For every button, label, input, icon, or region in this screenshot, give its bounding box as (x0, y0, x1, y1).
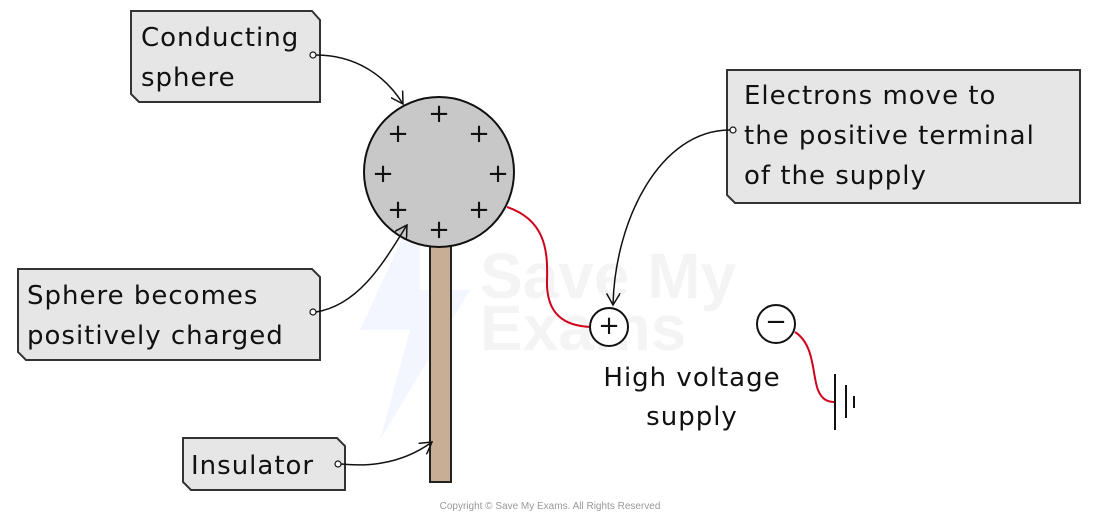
positive-charge: + (387, 119, 409, 149)
minus-symbol: − (765, 307, 787, 337)
label-insulator: Insulator (182, 437, 432, 491)
positive-charge: + (372, 159, 394, 189)
arrow (315, 54, 403, 104)
supply-label-line-2: supply (646, 402, 738, 432)
label-text: Sphere becomes (27, 281, 258, 311)
insulator-rod (429, 243, 452, 483)
label-text: Insulator (191, 451, 314, 481)
conducting-sphere (363, 96, 515, 248)
positive-charge: + (428, 215, 450, 245)
positive-charge: + (387, 195, 409, 225)
positive-charge: + (487, 159, 509, 189)
label-text: Electrons move to (744, 81, 996, 111)
positive-terminal: + (589, 307, 629, 347)
positive-charge: + (468, 195, 490, 225)
watermark-bolt-icon (360, 200, 470, 440)
label-text: of the supply (744, 161, 927, 191)
label-text: the positive terminal (744, 121, 1035, 151)
arrow (315, 225, 407, 313)
label-conducting-sphere: Conducting sphere (130, 10, 403, 104)
label-sphere-charged: Sphere becomes positively charged (17, 225, 407, 361)
arrow (340, 442, 432, 466)
wire-sphere-to-supply (506, 206, 592, 328)
label-text: positively charged (27, 321, 284, 351)
sphere-charges: + + + + + + + + (372, 99, 509, 245)
label-text: sphere (141, 63, 236, 93)
wire-to-earth (794, 331, 836, 403)
plus-symbol: + (598, 311, 620, 341)
negative-terminal: − (756, 304, 796, 344)
arrow (613, 129, 731, 305)
copyright: Copyright © Save My Exams. All Rights Re… (440, 501, 661, 512)
label-electrons: Electrons move to the positive terminal … (613, 69, 1081, 305)
label-text: Conducting (141, 23, 299, 53)
positive-charge: + (468, 119, 490, 149)
earth-icon (834, 374, 855, 430)
watermark-line-2: Exams (480, 292, 686, 364)
positive-charge: + (428, 99, 450, 129)
supply-label-line-1: High voltage (603, 363, 780, 393)
